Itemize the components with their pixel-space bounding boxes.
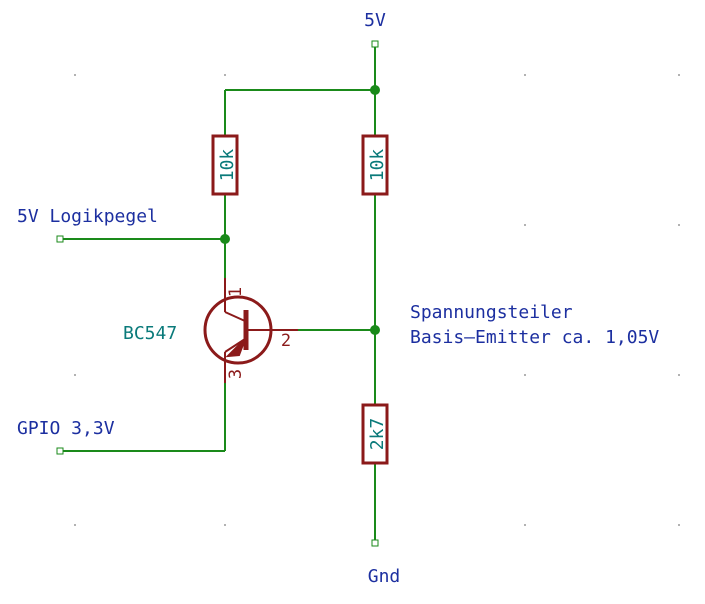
resistor-r-left: 10k [211,134,239,196]
resistor-r-right: 10k [361,134,389,196]
logic-in-label: 5V Logikpegel [17,206,158,227]
transistor-symbol: 1 2 3 [203,278,298,383]
junction-dot [370,85,380,95]
transistor-ref-label: BC547 [123,323,177,344]
pin-1-label: 1 [226,287,246,297]
divider-label-line2: Basis–Emitter ca. 1,05V [410,327,659,348]
gnd-label: Gnd [368,566,401,587]
grid-dots [74,74,680,526]
junction-dot [370,325,380,335]
divider-label-line1: Spannungsteiler [410,302,573,323]
wires [62,45,376,540]
emitter-arrow-icon [225,338,246,358]
pin-2-label: 2 [281,331,291,351]
resistor-value-left: 10k [217,149,238,182]
gpio-port-marker [56,447,64,455]
junction-dot [220,234,230,244]
resistor-value-bottom: 2k7 [367,418,388,451]
resistor-value-right: 10k [367,149,388,182]
gnd-port-marker [371,539,379,547]
pin-3-label: 3 [226,369,246,379]
vcc-label: 5V [364,10,386,31]
logic-in-port-marker [56,235,64,243]
gpio-label: GPIO 3,3V [17,418,115,439]
resistor-r-bottom: 2k7 [361,403,389,465]
vcc-port-marker [371,40,379,48]
